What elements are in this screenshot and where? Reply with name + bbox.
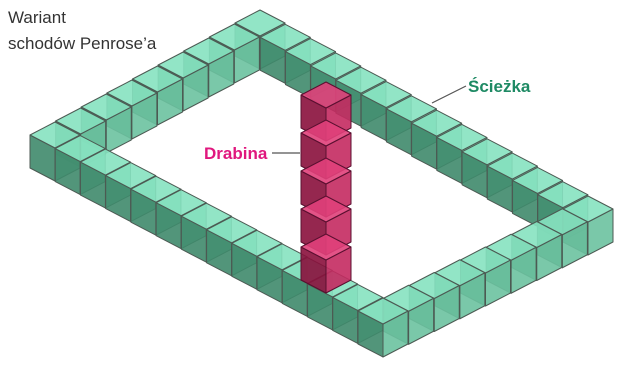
path-cube-top-face — [357, 297, 409, 325]
path-cube-top-face — [411, 109, 463, 137]
path-cube-top-face — [284, 38, 336, 66]
path-cube-top-face — [208, 23, 260, 51]
path-cube-top-face — [29, 121, 81, 149]
path-cube-top-face — [385, 95, 437, 123]
ladder-cube-top-face — [300, 157, 352, 185]
ladder-label: Drabina — [204, 144, 268, 163]
path-cube-top-face — [79, 148, 131, 176]
path-cube-top-face — [332, 283, 384, 311]
path-cube-top-face — [234, 9, 286, 37]
path-cube-top-face — [155, 189, 207, 217]
path-label: Ścieżka — [468, 77, 531, 96]
path-cube-top-face — [180, 202, 232, 230]
path-cube-top-face — [256, 243, 308, 271]
path-cube-top-face — [206, 216, 258, 244]
path-cube-top-face — [512, 166, 564, 194]
path-cube-top-face — [132, 65, 183, 93]
path-cube-top-face — [360, 81, 412, 109]
path-cube-top-face — [231, 229, 283, 257]
path-cube-top-face — [461, 138, 513, 166]
ladder-cube-top-face — [300, 233, 352, 261]
path-cube-top-face — [183, 37, 235, 65]
path-cube-top-face — [55, 107, 107, 135]
path-cube — [357, 297, 409, 358]
path-cube-top-face — [259, 23, 311, 51]
ladder-cube-top-face — [300, 119, 352, 147]
diagram-title: Wariant schodów Penrose’a — [8, 5, 156, 57]
ladder-cube-top-face — [300, 195, 352, 223]
ladder-cube-top-face — [300, 81, 352, 109]
title-line-2: schodów Penrose’a — [8, 34, 157, 53]
path-cube-top-face — [310, 52, 362, 80]
path-cube-top-face — [537, 181, 589, 209]
ladder-cube — [300, 233, 352, 294]
path-leader-line — [431, 85, 467, 104]
path-cube-top-face — [486, 152, 538, 180]
path-cube-top-face — [54, 135, 106, 163]
cube-group — [29, 9, 614, 358]
path-cube-top-face — [436, 123, 488, 151]
path-cube-top-face — [157, 51, 209, 79]
path-cube-top-face — [130, 175, 182, 203]
path-cube-top-face — [105, 162, 157, 190]
title-line-1: Wariant — [8, 8, 66, 27]
path-cube-top-face — [106, 79, 158, 107]
path-cube-top-face — [335, 66, 387, 94]
path-cube-top-face — [80, 93, 132, 121]
